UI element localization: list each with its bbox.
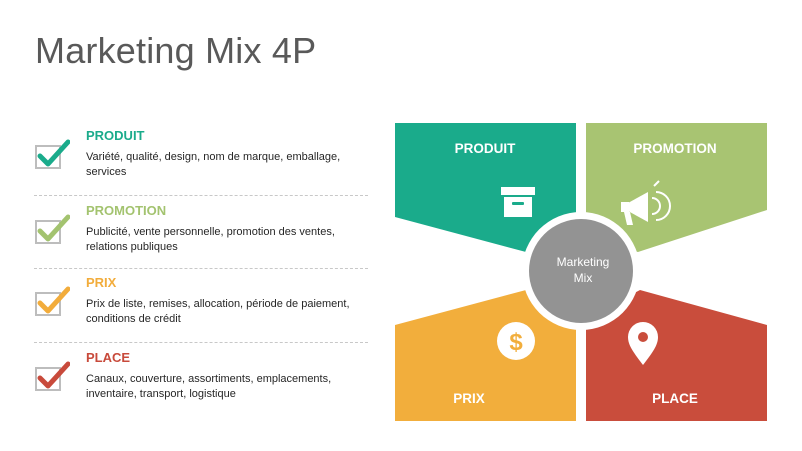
divider: [34, 342, 368, 343]
list-item-promotion: PROMOTION Publicité, vente personnelle, …: [34, 203, 368, 269]
archive-box-icon: [501, 187, 535, 217]
slide-title: Marketing Mix 4P: [35, 30, 317, 71]
center-label-line1: Marketing: [556, 255, 610, 269]
item-description: Variété, qualité, design, nom de marque,…: [86, 151, 341, 178]
checkbox-check-icon: [35, 139, 70, 169]
map-pin-icon: [628, 322, 658, 365]
item-heading: PRODUIT: [86, 128, 145, 143]
center-circle: [529, 219, 633, 323]
checkbox-check-icon: [35, 286, 70, 316]
quadrant-label-promotion: PROMOTION: [633, 141, 717, 156]
checkbox-check-icon: [35, 214, 70, 244]
divider: [34, 268, 368, 269]
dollar-coin-icon: $: [497, 322, 535, 360]
center-label-line2: Mix: [573, 271, 593, 285]
divider: [34, 195, 368, 196]
svg-text:$: $: [509, 329, 523, 356]
marketing-mix-diagram: $: [395, 123, 767, 421]
item-description: Prix de liste, remises, allocation, péri…: [86, 298, 350, 325]
item-description: Canaux, couverture, assortiments, emplac…: [86, 373, 332, 400]
quadrant-produit: [395, 123, 576, 252]
megaphone-icon: [621, 180, 671, 225]
item-heading: PLACE: [86, 350, 131, 365]
item-heading: PROMOTION: [86, 203, 167, 218]
item-heading: PRIX: [86, 275, 117, 290]
quadrant-place: [586, 290, 767, 421]
list-item-place: PLACE Canaux, couverture, assortiments, …: [34, 350, 368, 412]
item-description: Publicité, vente personnelle, promotion …: [86, 226, 335, 253]
quadrant-label-place: PLACE: [652, 391, 698, 406]
list-item-produit: PRODUIT Variété, qualité, design, nom de…: [34, 128, 368, 196]
list-item-prix: PRIX Prix de liste, remises, allocation,…: [34, 275, 368, 343]
quadrant-label-prix: PRIX: [453, 391, 485, 406]
quadrant-label-produit: PRODUIT: [454, 141, 516, 156]
quadrant-prix: [395, 290, 576, 421]
center-label: Marketing Mix: [531, 254, 635, 286]
checkbox-check-icon: [35, 361, 70, 391]
